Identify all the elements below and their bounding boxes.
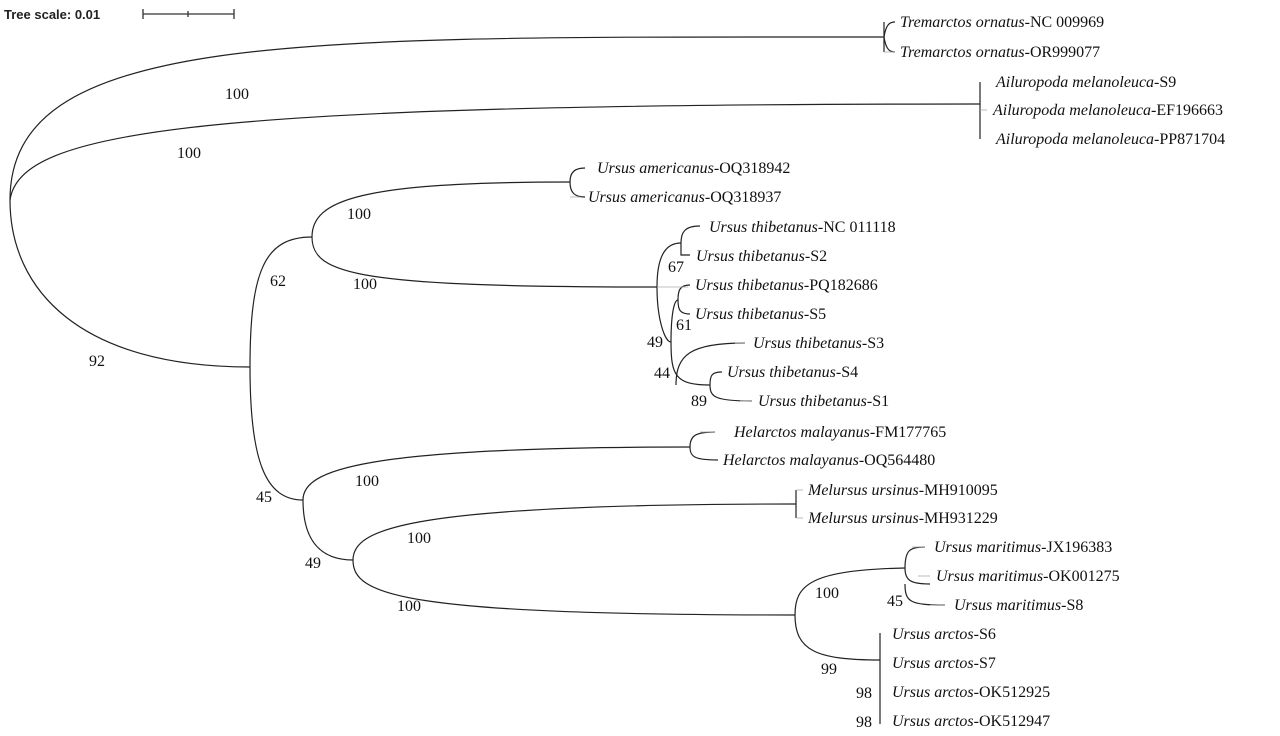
support-value: 100 [815, 585, 839, 602]
branch-arctos-maritimus [352, 559, 796, 616]
leaf-label: Ursus thibetanus-PQ182686 [695, 277, 878, 294]
branch-61 [670, 299, 679, 343]
branch-45 [249, 366, 304, 501]
branch-leaf-14 [709, 384, 753, 402]
leaf-label: Ursus arctos-OK512925 [892, 684, 1050, 701]
branch-62 [249, 236, 313, 368]
support-value: 99 [821, 661, 837, 678]
branch-core-92 [9, 199, 251, 368]
branch-leaf-21 [904, 583, 946, 606]
branch-leaf-1 [883, 21, 896, 38]
support-value: 100 [355, 473, 379, 490]
leaf-label: Melursus ursinus-MH931229 [807, 510, 998, 527]
leaf-label: Ursus thibetanus-S3 [753, 335, 884, 352]
leaf-label: Tremarctos ornatus-NC 009969 [900, 14, 1104, 31]
leaf-label: Helarctos malayanus-OQ564480 [722, 452, 935, 469]
leaf-label: Ursus maritimus-JX196383 [934, 539, 1112, 556]
tree-scale: Tree scale: 0.01 [4, 7, 235, 22]
branch-tremarctos [9, 36, 885, 201]
leaf-label: Ursus thibetanus-S1 [758, 393, 889, 410]
support-value: 62 [270, 273, 286, 290]
branch-leaf-7 [569, 181, 586, 198]
branch-49-lower [302, 499, 354, 561]
support-value: 98 [856, 685, 872, 702]
leaf-label: Ursus thibetanus-S5 [695, 306, 826, 323]
branch-leaf-16 [689, 446, 719, 461]
leaf-label: Ursus thibetanus-S2 [696, 248, 827, 265]
support-value: 100 [225, 86, 249, 103]
branch-leaf-19 [904, 546, 926, 569]
branch-leaf-11 [677, 299, 691, 315]
support-value: 100 [397, 598, 421, 615]
support-value: 100 [407, 530, 431, 547]
branch-leaf-6 [569, 167, 586, 183]
branch-67 [656, 242, 682, 288]
branch-americanus [311, 181, 571, 238]
branch-maritimus [794, 567, 906, 616]
support-value: 45 [256, 489, 272, 506]
leaf-label: Ursus maritimus-OK001275 [936, 568, 1120, 585]
branch-49 [656, 286, 672, 343]
branch-leaf-15 [689, 431, 716, 448]
branch-ailuropoda [9, 103, 981, 201]
branch-leaf-2 [883, 36, 896, 53]
support-value: 100 [347, 206, 371, 223]
support-value: 100 [177, 145, 201, 162]
support-value: 100 [353, 276, 377, 293]
leaf-label: Ursus arctos-S6 [892, 626, 996, 643]
branch-45-maritimus [904, 567, 931, 585]
leaf-label: Ursus thibetanus-S4 [727, 364, 858, 381]
branch-leaf-10 [677, 284, 691, 301]
leaf-label: Ailuropoda melanoleuca-EF196663 [992, 102, 1223, 119]
branch-helarctos [302, 446, 691, 501]
leaf-leaders [570, 51, 987, 606]
branch-leaf-12 [675, 342, 746, 386]
branch-melursus [352, 503, 797, 561]
support-value: 89 [691, 393, 707, 410]
support-value: 49 [305, 555, 321, 572]
branch-44 [670, 341, 711, 386]
leaf-label: Ursus americanus-OQ318937 [588, 189, 781, 206]
leaf-label: Ailuropoda melanoleuca-PP871704 [995, 131, 1225, 148]
branch-leaf-9 [680, 243, 690, 256]
leaf-label: Melursus ursinus-MH910095 [807, 482, 998, 499]
leaf-label: Ursus thibetanus-NC 011118 [709, 219, 896, 236]
tree-scale-label: Tree scale: 0.01 [4, 7, 100, 22]
leaf-labels: Tremarctos ornatus-NC 009969 Tremarctos … [588, 14, 1225, 730]
leaf-label: Ursus maritimus-S8 [954, 597, 1083, 614]
support-value: 92 [89, 353, 105, 370]
support-value: 98 [856, 714, 872, 731]
leaf-label: Tremarctos ornatus-OR999077 [900, 44, 1100, 61]
support-value: 44 [654, 365, 670, 382]
support-value: 49 [647, 334, 663, 351]
branch-arctos [794, 614, 881, 661]
leaf-label: Ailuropoda melanoleuca-S9 [995, 74, 1176, 91]
leaf-label: Ursus arctos-S7 [892, 655, 996, 672]
support-value: 61 [676, 317, 692, 334]
leaf-label: Ursus arctos-OK512947 [892, 713, 1050, 730]
leaf-label: Ursus americanus-OQ318942 [597, 160, 790, 177]
support-values: 100 100 100 100 67 61 49 44 89 62 92 100… [89, 86, 903, 731]
branch-thibetanus [311, 236, 658, 288]
leaf-label: Helarctos malayanus-FM177765 [733, 424, 946, 441]
branch-leaf-13 [709, 371, 723, 386]
support-value: 45 [887, 593, 903, 610]
support-value: 67 [668, 259, 684, 276]
branch-leaf-8 [680, 225, 701, 244]
